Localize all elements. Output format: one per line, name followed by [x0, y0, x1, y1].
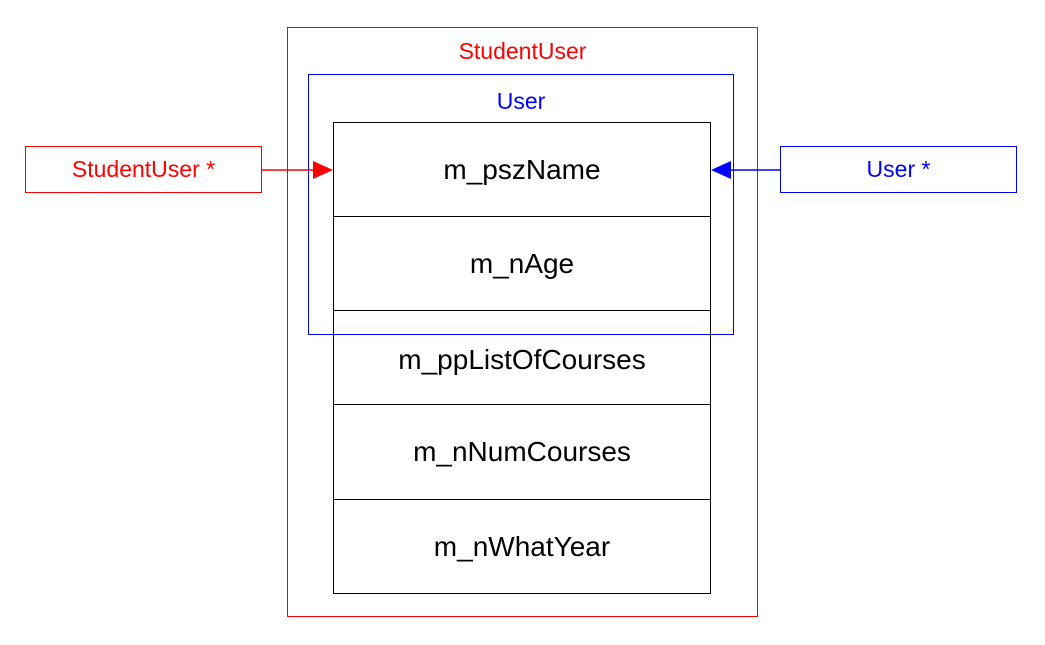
user-pointer-box: User * [780, 146, 1017, 193]
field-m-nage: m_nAge [334, 216, 710, 310]
user-class-box [308, 74, 734, 335]
field-m-pplistofcourses: m_ppListOfCourses [334, 310, 710, 404]
member-field-stack: m_pszName m_nAge m_ppListOfCourses m_nNu… [333, 122, 711, 594]
studentuser-class-label: StudentUser [458, 38, 587, 64]
user-pointer-arrow [711, 161, 780, 179]
user-pointer-label: User * [866, 156, 931, 182]
studentuser-pointer-box: StudentUser * [25, 146, 262, 193]
studentuser-pointer-arrow [262, 161, 333, 179]
field-m-pszname: m_pszName [443, 154, 601, 185]
user-class-label: User [496, 88, 546, 114]
studentuser-class-box [287, 27, 758, 617]
studentuser-pointer-label: StudentUser * [71, 156, 216, 182]
field-m-nwhatyear: m_nWhatYear [334, 499, 710, 594]
field-m-nnumcourses: m_nNumCourses [334, 404, 710, 498]
